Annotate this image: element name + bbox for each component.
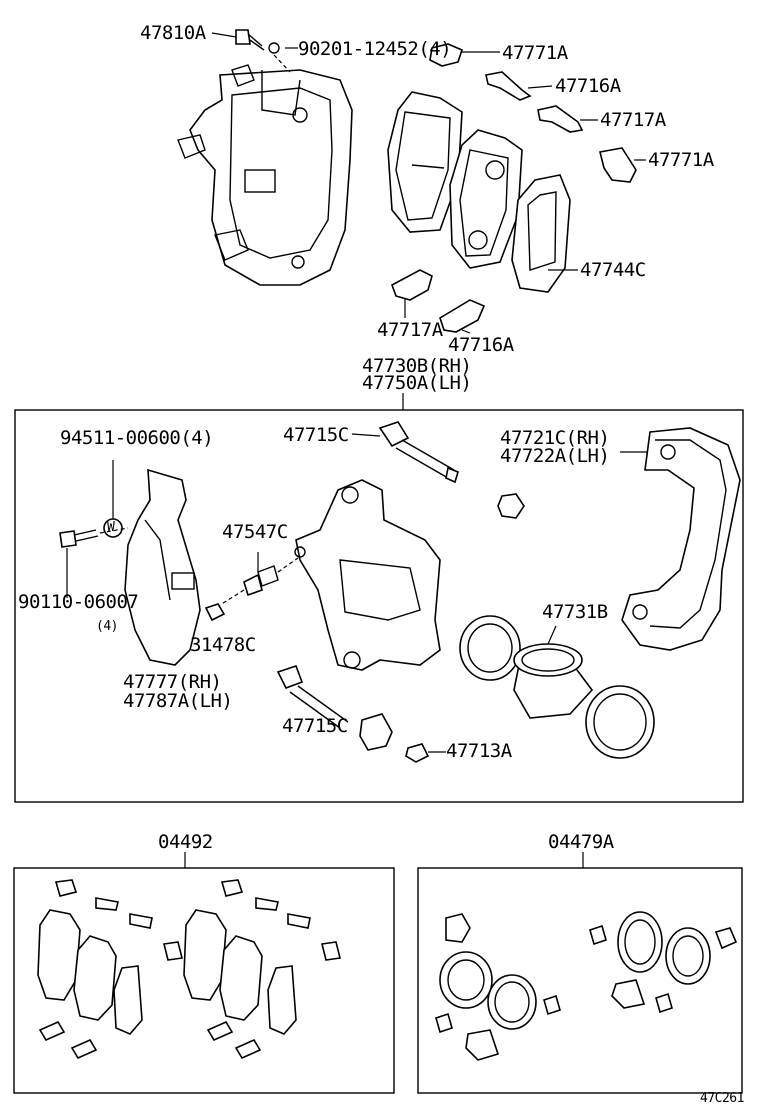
label-47722A[interactable]: 47722A(LH) xyxy=(500,445,610,467)
label-47810A[interactable]: 47810A xyxy=(140,22,206,44)
piston-seal-ring xyxy=(459,615,521,681)
label-kit-04492[interactable]: 04492 xyxy=(158,831,213,853)
label-47717A-top[interactable]: 47717A xyxy=(600,109,666,131)
label-47547C[interactable]: 47547C xyxy=(222,521,288,543)
label-90110-06007[interactable]: 90110-06007 xyxy=(18,591,139,613)
label-47716A-top[interactable]: 47716A xyxy=(555,75,621,97)
spring-47717A-top xyxy=(537,105,584,133)
assembly-frame xyxy=(14,409,744,803)
label-47715C-bottom[interactable]: 47715C xyxy=(282,715,348,737)
label-47731B[interactable]: 47731B xyxy=(542,601,608,623)
caliper-assembly-top xyxy=(177,64,353,286)
guide-pin-upper xyxy=(378,421,459,484)
brake-pad-outer xyxy=(449,129,523,269)
pin-boot-lower xyxy=(359,713,393,751)
spring-47716A-top xyxy=(485,71,532,101)
boot-small xyxy=(497,493,525,519)
label-47771A-right[interactable]: 47771A xyxy=(648,149,714,171)
label-47717A-mid[interactable]: 47717A xyxy=(377,319,443,341)
label-90110-qty: (4) xyxy=(96,619,118,634)
kit-frame-04492 xyxy=(13,867,395,1094)
pin-cap-47713A xyxy=(405,743,430,763)
anti-squeal-shim-47744C xyxy=(511,174,571,293)
clip-47771A-top xyxy=(429,43,463,67)
label-47744C[interactable]: 47744C xyxy=(580,259,646,281)
label-47715C-top[interactable]: 47715C xyxy=(283,424,349,446)
label-47721C[interactable]: 47721C(RH) xyxy=(500,427,610,449)
spring-47717A-mid xyxy=(391,269,433,301)
label-47713A[interactable]: 47713A xyxy=(446,740,512,762)
kit-frame-04479A xyxy=(417,867,743,1094)
bleeder-cap-31478C xyxy=(204,603,226,622)
piston-dust-boot xyxy=(585,685,655,759)
piston xyxy=(513,643,594,719)
guide-pin-lower xyxy=(276,664,349,729)
spring-47716A-mid xyxy=(439,299,486,333)
label-kit-04479A[interactable]: 04479A xyxy=(548,831,614,853)
clip-47771A-right xyxy=(599,147,637,183)
label-47787A[interactable]: 47787A(LH) xyxy=(123,690,233,712)
label-47716A-mid[interactable]: 47716A xyxy=(448,334,514,356)
bolt-47810A xyxy=(235,29,280,54)
label-47750A[interactable]: 47750A(LH) xyxy=(362,372,472,394)
washer-mark: W xyxy=(107,520,115,535)
bleeder-plug-47547C xyxy=(243,565,279,597)
pad-kit-parts xyxy=(37,879,341,1060)
label-47771A-top[interactable]: 47771A xyxy=(502,42,568,64)
seal-kit-parts xyxy=(435,911,738,1061)
label-90201-12452[interactable]: 90201-12452(4) xyxy=(298,38,452,60)
bolt-90110 xyxy=(59,529,99,548)
label-47730B[interactable]: 47730B(RH) xyxy=(362,355,472,377)
cylinder-caliper-body xyxy=(294,479,441,671)
label-31478C[interactable]: 31478C xyxy=(190,634,256,656)
label-94511-00600[interactable]: 94511-00600(4) xyxy=(60,427,214,449)
diagram-code: 47C261 xyxy=(700,1091,744,1106)
brake-pad-inner xyxy=(387,91,463,233)
label-47777[interactable]: 47777(RH) xyxy=(123,671,222,693)
caliper-mounting-bracket xyxy=(621,427,741,651)
dust-cover-47777 xyxy=(124,468,201,666)
